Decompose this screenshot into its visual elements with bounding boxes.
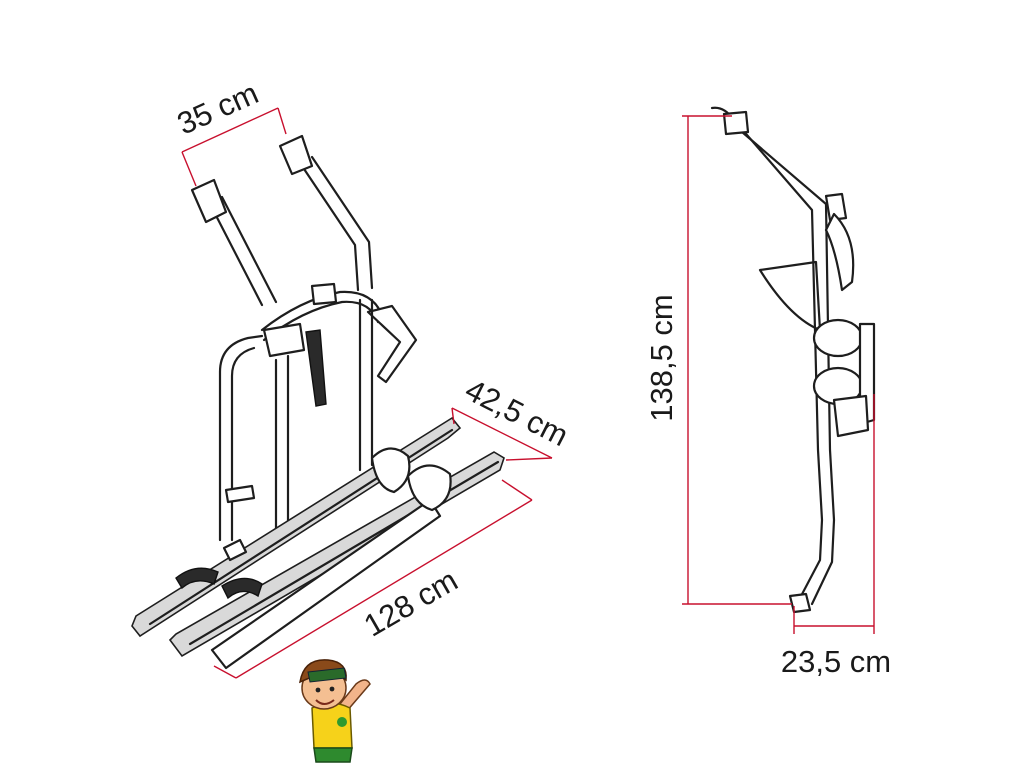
upper-wheel-cradle-side	[812, 318, 864, 358]
top-width-extension-left	[181, 151, 197, 187]
center-clamp	[262, 322, 306, 358]
right-top-bracket	[278, 134, 314, 176]
right-upper-arm-edge	[310, 155, 374, 290]
dimension-lines	[181, 107, 875, 679]
frame-hinge	[224, 484, 256, 504]
waving-boy-mascot-icon	[299, 659, 371, 763]
left-vertical-tube-inner	[230, 346, 256, 542]
left-vertical-tube	[218, 334, 264, 542]
rear-wheel-cradle	[406, 464, 452, 512]
length-label: 128 cm	[358, 562, 464, 643]
side-main-tube-edge	[726, 118, 836, 606]
depth-label: 23,5 cm	[781, 644, 891, 679]
left-upper-arm-edge	[220, 195, 278, 304]
crossbar-clamp	[310, 282, 338, 306]
height-label: 138,5 cm	[644, 294, 679, 422]
left-top-bracket	[190, 178, 228, 224]
rack-side-view	[710, 106, 876, 614]
top-width-dimension-line	[181, 107, 279, 153]
right-upper-arm	[296, 158, 360, 292]
hanging-strap	[305, 329, 327, 407]
side-rail-clamp	[832, 394, 870, 438]
side-wheel-holder	[758, 260, 822, 332]
side-strap-upper	[824, 212, 855, 292]
rail-spacing-extension-bottom	[505, 457, 553, 461]
length-dimension-line	[235, 499, 533, 679]
side-foot	[788, 592, 812, 614]
top-width-label: 35 cm	[172, 75, 263, 141]
side-top-bracket	[722, 110, 750, 136]
length-extension-left	[213, 665, 237, 679]
length-extension-right	[501, 479, 533, 501]
rack-perspective-view	[131, 134, 505, 670]
front-strap-1	[175, 567, 219, 590]
side-bike-holder	[366, 304, 418, 384]
rail-clamp	[222, 538, 248, 562]
front-wheel-cradle	[370, 447, 411, 494]
top-width-extension-right	[277, 107, 287, 135]
rail-spacing-dimension-line	[451, 407, 553, 459]
side-upper-clamp	[824, 192, 848, 222]
side-main-tube	[710, 106, 824, 600]
lower-support-bar	[210, 498, 442, 670]
rail-spacing-extension-top	[451, 407, 455, 425]
front-strap-2	[221, 577, 263, 600]
